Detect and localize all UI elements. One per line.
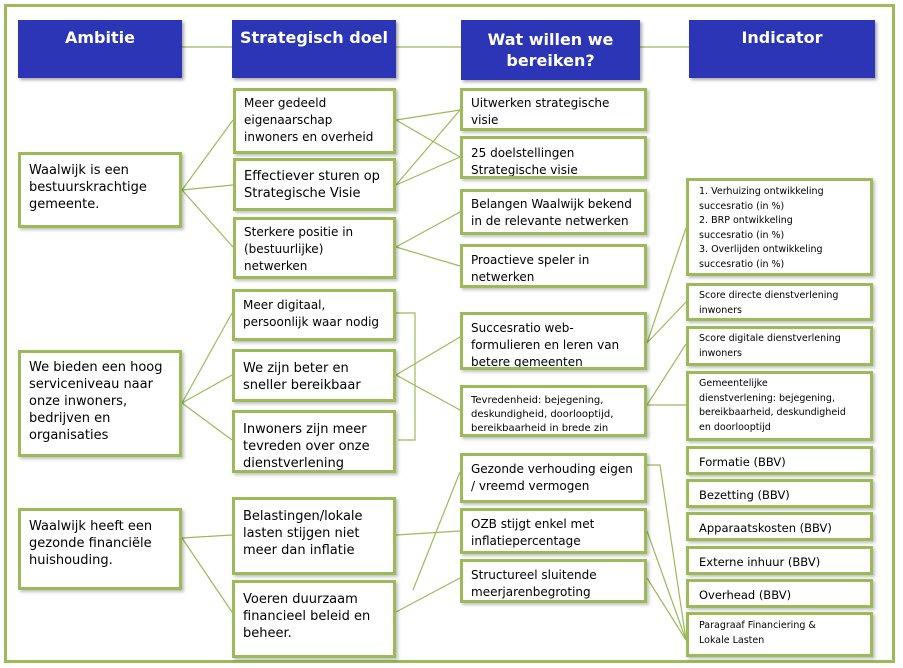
indicator-text-6: Bezetting (BBV): [699, 488, 790, 502]
doel-box-5: We zijn beter en sneller bereikbaar: [232, 349, 396, 402]
doel-box-4: Meer digitaal, persoonlijk waar nodig: [232, 289, 396, 341]
connector: [647, 464, 687, 641]
indicator-text-5: Formatie (BBV): [699, 455, 786, 469]
header-bereiken-label: Wat willen we bereiken?: [487, 30, 614, 70]
indicator-box-5: Formatie (BBV): [686, 446, 873, 475]
connector: [395, 156, 461, 186]
indicator-box-6: Bezetting (BBV): [686, 479, 873, 508]
doel-box-1: Meer gedeeld eigenaarschap inwoners en o…: [233, 88, 396, 154]
bereiken-box-6: Tevredenheid: bejegening, deskundigheid,…: [460, 385, 647, 437]
indicator-box-1: 1. Verhuizing ontwikkeling succesratio (…: [686, 178, 873, 276]
connector: [646, 577, 687, 641]
indicator-box-7: Apparaatskosten (BBV): [686, 512, 873, 541]
header-ambitie-label: Ambitie: [65, 28, 135, 47]
doel-box-3: Sterkere positie in (bestuurlijke) netwe…: [233, 217, 396, 279]
connector: [181, 534, 233, 539]
doel-text-2: Effectiever sturen op Strategische Visie: [244, 169, 380, 201]
indicator-box-4: Gemeentelijke dienstverlening: bejegenin…: [686, 371, 873, 441]
doel-box-7: Belastingen/lokale lasten stijgen niet m…: [232, 497, 396, 575]
connector: [395, 577, 461, 613]
doel-box-8: Voeren duurzaam financieel beleid en beh…: [232, 580, 396, 658]
indicator-box-3: Score digitale dienstverlening inwoners: [686, 326, 873, 366]
ambitie-text-3: Waalwijk heeft een gezonde financiële hu…: [29, 519, 153, 568]
bereiken-text-6: Tevredenheid: bejegening, deskundigheid,…: [471, 395, 614, 434]
connector: [181, 402, 233, 441]
header-indicator-label: Indicator: [741, 28, 823, 47]
connector: [412, 471, 461, 591]
ambitie-box-1: Waalwijk is een bestuurskrachtige gemeen…: [18, 152, 182, 228]
bereiken-box-9: Structureel sluitende meerjarenbegroting: [460, 559, 647, 603]
doel-text-8: Voeren duurzaam financieel beleid en beh…: [243, 592, 371, 641]
indicator-box-9: Overhead (BBV): [686, 579, 873, 608]
ambitie-text-2: We bieden een hoog serviceniveau naar on…: [29, 360, 163, 443]
indicator-text-3: Score digitale dienstverlening inwoners: [699, 333, 841, 359]
bereiken-text-4: Proactieve speler in netwerken: [471, 253, 590, 284]
connector: [646, 301, 687, 344]
doel-text-1: Meer gedeeld eigenaarschap inwoners en o…: [244, 96, 374, 144]
connector: [395, 246, 461, 267]
connector: [395, 336, 461, 376]
bereiken-text-1: Uitwerken strategische visie naar beleid…: [471, 96, 610, 127]
connector: [395, 109, 461, 121]
ambitie-text-1: Waalwijk is een bestuurskrachtige gemeen…: [29, 163, 147, 212]
header-strategisch-doel: Strategisch doel: [232, 20, 396, 78]
bereiken-text-3: Belangen Waalwijk bekend in de relevante…: [471, 197, 632, 228]
indicator-text-4: Gemeentelijke dienstverlening: bejegenin…: [699, 378, 846, 433]
connector: [395, 119, 461, 158]
bereiken-box-7: Gezonde verhouding eigen / vreemd vermog…: [460, 453, 647, 503]
header-ambitie: Ambitie: [18, 20, 182, 78]
doel-box-6: Inwoners zijn meer tevreden over onze di…: [232, 410, 396, 473]
bereiken-text-8: OZB stijgt enkel met inflatiepercentage: [471, 517, 595, 548]
indicator-text-9: Overhead (BBV): [699, 588, 792, 602]
connector: [181, 189, 234, 248]
header-doel-label: Strategisch doel: [239, 28, 389, 47]
connector: [181, 374, 233, 404]
connector: [646, 343, 687, 406]
indicator-text-7: Apparaatskosten (BBV): [699, 521, 832, 535]
bereiken-box-8: OZB stijgt enkel met inflatiepercentage: [460, 508, 647, 554]
bereiken-text-7: Gezonde verhouding eigen / vreemd vermog…: [471, 462, 633, 493]
bereiken-box-2: 25 doelstellingen Strategische visie: [460, 136, 647, 179]
doel-text-6: Inwoners zijn meer tevreden over onze di…: [243, 422, 370, 471]
ambitie-box-2: We bieden een hoog serviceniveau naar on…: [18, 350, 182, 457]
bereiken-box-3: Belangen Waalwijk bekend in de relevante…: [460, 189, 647, 235]
header-wat-willen-we-bereiken: Wat willen we bereiken?: [461, 20, 640, 80]
indicator-box-2: Score directe dienstverlening inwoners: [686, 283, 873, 321]
connector: [395, 211, 461, 248]
indicator-text-2: Score directe dienstverlening inwoners: [699, 290, 839, 316]
connector: [396, 312, 416, 441]
indicator-text-8: Externe inhuur (BBV): [699, 555, 821, 569]
doel-text-3: Sterkere positie in (bestuurlijke) netwe…: [244, 225, 354, 273]
connector: [395, 109, 461, 186]
doel-box-2: Effectiever sturen op Strategische Visie: [233, 158, 396, 211]
doel-text-5: We zijn beter en sneller bereikbaar: [243, 361, 361, 393]
bereiken-box-1: Uitwerken strategische visie naar beleid…: [460, 88, 647, 131]
connector: [181, 184, 234, 191]
doel-text-7: Belastingen/lokale lasten stijgen niet m…: [243, 509, 363, 558]
bereiken-text-5: Succesratio web- formulieren en leren va…: [471, 321, 620, 369]
connector: [646, 227, 687, 344]
indicator-box-8: Externe inhuur (BBV): [686, 546, 873, 575]
connector: [181, 119, 234, 191]
connector: [646, 530, 687, 641]
ambitie-box-3: Waalwijk heeft een gezonde financiële hu…: [18, 508, 182, 590]
bereiken-text-2: 25 doelstellingen Strategische visie: [471, 146, 578, 177]
header-indicator: Indicator: [689, 20, 875, 78]
connector: [181, 537, 233, 613]
bereiken-text-9: Structureel sluitende meerjarenbegroting: [471, 568, 597, 599]
connector: [395, 530, 461, 536]
bereiken-box-5: Succesratio web- formulieren en leren va…: [460, 312, 647, 370]
connector: [395, 374, 461, 411]
connector: [181, 312, 233, 404]
indicator-box-10: Paragraaf Financiering & Lokale Lasten: [686, 612, 873, 657]
indicator-text-1: 1. Verhuizing ontwikkeling succesratio (…: [699, 186, 824, 270]
indicator-text-10: Paragraaf Financiering & Lokale Lasten: [699, 620, 816, 646]
diagram-frame: [4, 4, 895, 663]
bereiken-box-4: Proactieve speler in netwerken: [460, 244, 647, 288]
doel-text-4: Meer digitaal, persoonlijk waar nodig: [243, 298, 380, 329]
